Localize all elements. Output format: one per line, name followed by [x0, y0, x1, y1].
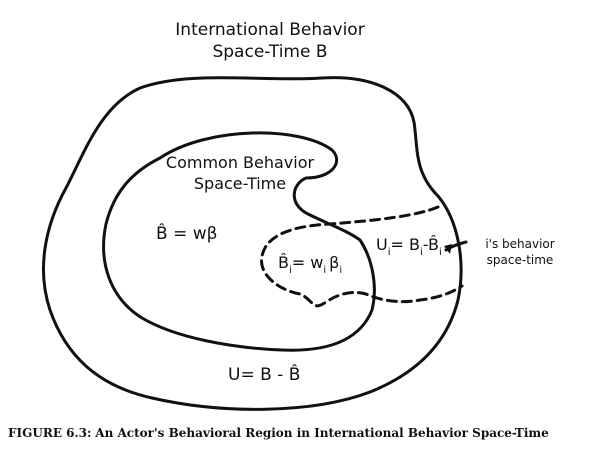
equation-u-i-sub2: i [420, 247, 423, 258]
equation-u: U= B - B̂ [228, 364, 300, 385]
equation-b-hat-i-base: B̂ [278, 253, 289, 272]
annotation-line1: i's behavior [485, 237, 554, 251]
equation-b-hat-i-sub: i [289, 265, 292, 276]
figure-caption-text: An Actor's Behavioral Region in Internat… [95, 426, 549, 440]
equation-u-i-sub: i [388, 247, 391, 258]
figure-caption-tag: FIGURE 6.3: [8, 426, 92, 440]
common-region-label-line1: Common Behavior [166, 153, 315, 172]
equation-b-hat-i-beta: β [329, 253, 339, 272]
equation-u-i-eq: = B [391, 235, 420, 254]
equation-b-hat-i-rest: = w [292, 253, 324, 272]
equation-u-i: Ui= Bi-B̂i [376, 235, 442, 258]
annotation-line2: space-time [487, 253, 554, 267]
common-behavior-region [102, 131, 376, 352]
figure-caption: FIGURE 6.3: An Actor's Behavioral Region… [8, 426, 592, 441]
diagram-title-line2: Space-Time B [212, 42, 327, 62]
equation-u-i-sub3: i [439, 247, 442, 258]
equation-b-hat-i-sub2: i [323, 265, 326, 276]
equation-u-i-base: U [376, 235, 388, 254]
international-behavior-region [41, 76, 463, 411]
equation-b-hat: B̂ = wβ [156, 223, 217, 244]
diagram-title-line1: International Behavior [175, 20, 364, 40]
common-region-label-line2: Space-Time [194, 174, 286, 193]
equation-b-hat-i-sub3: i [339, 265, 342, 276]
equation-u-i-minus: -B̂ [423, 235, 439, 254]
annotation-pointer-head [444, 244, 452, 254]
actor-behavior-region [260, 205, 464, 308]
